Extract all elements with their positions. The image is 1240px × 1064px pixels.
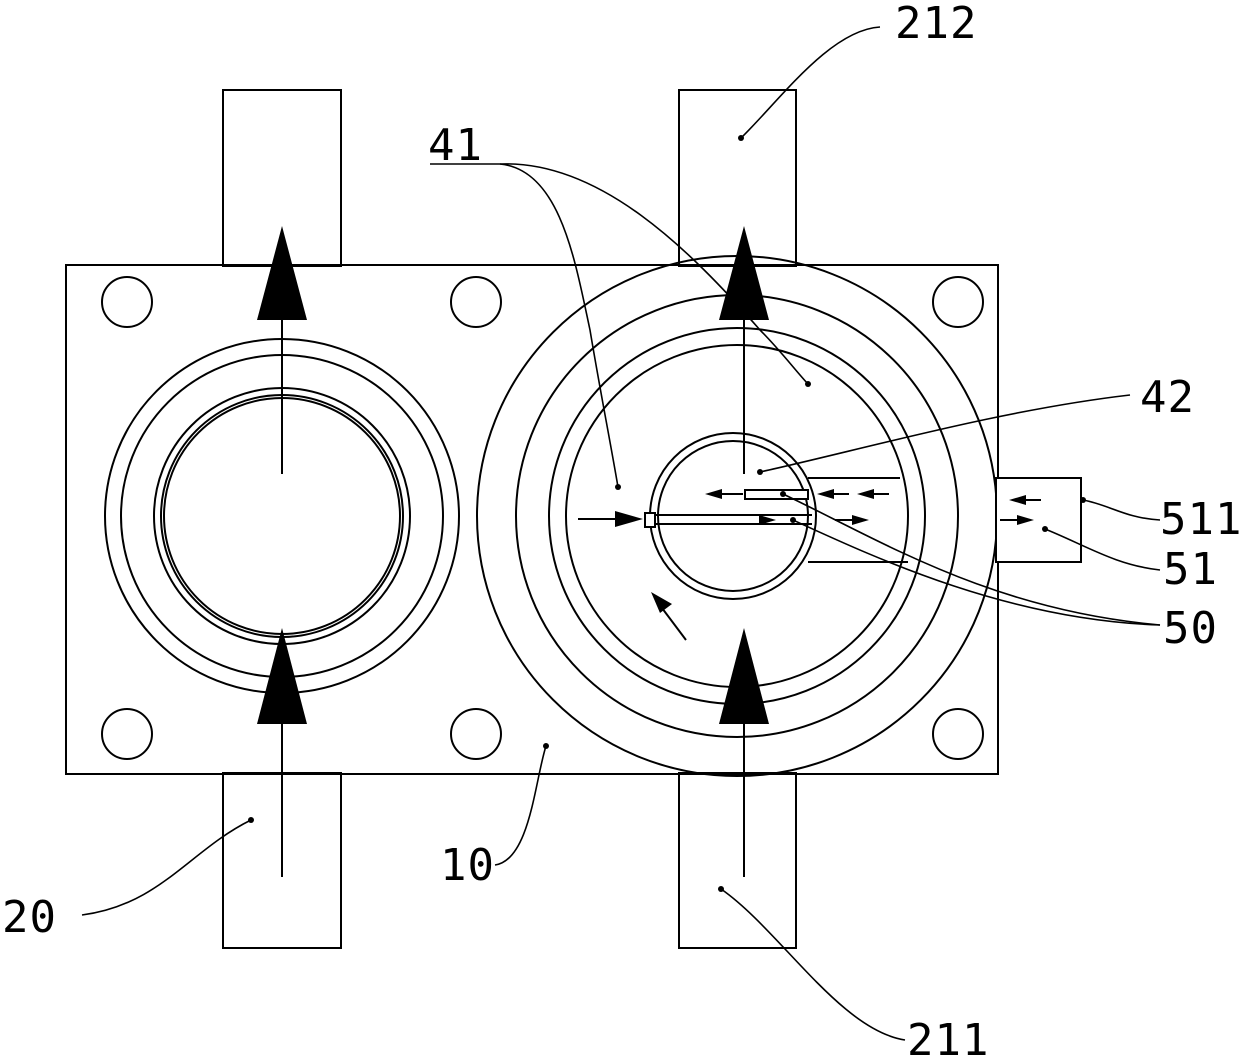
label-42: 42 xyxy=(1140,372,1195,423)
label-50: 50 xyxy=(1163,603,1218,654)
label-20: 20 xyxy=(2,892,57,943)
right-pipe-bottom xyxy=(678,772,797,949)
bolt-hole xyxy=(932,276,984,328)
bolt-hole xyxy=(450,276,502,328)
tube-assembly xyxy=(644,489,812,528)
label-212: 212 xyxy=(895,0,977,49)
label-10: 10 xyxy=(440,840,495,891)
label-41: 41 xyxy=(428,120,483,171)
label-51: 51 xyxy=(1163,544,1218,595)
right-pipe-top xyxy=(678,89,797,267)
bolt-hole xyxy=(450,708,502,760)
bolt-hole xyxy=(101,708,153,760)
bolt-hole xyxy=(932,708,984,760)
bolt-hole xyxy=(101,276,153,328)
label-211: 211 xyxy=(907,1015,989,1064)
leader-lines xyxy=(81,26,1161,1041)
label-511: 511 xyxy=(1160,494,1240,545)
flow-arrows xyxy=(257,226,1041,877)
